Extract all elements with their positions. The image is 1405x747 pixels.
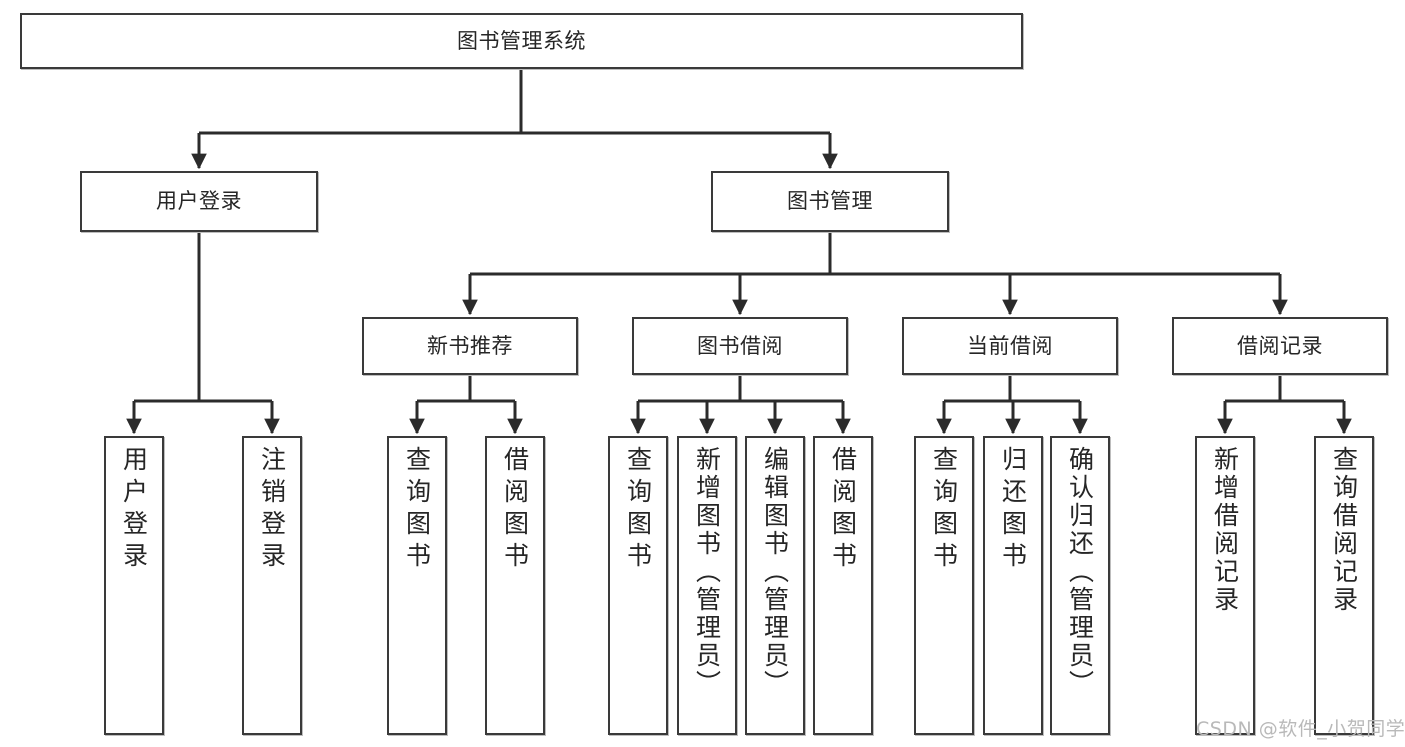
node-leaf-return-book-label: 归还图书 bbox=[998, 446, 1028, 574]
node-leaf-confirm-return[interactable]: 确认归还（管理员） bbox=[1050, 436, 1110, 735]
node-leaf-borrow-book-2-label: 借阅图书 bbox=[828, 446, 858, 574]
node-leaf-add-book[interactable]: 新增图书（管理员） bbox=[677, 436, 737, 735]
node-book-borrow[interactable]: 图书借阅 bbox=[632, 317, 848, 375]
node-leaf-query-book-2-label: 查询图书 bbox=[623, 446, 653, 574]
node-leaf-add-record-label: 新增借阅记录 bbox=[1210, 446, 1240, 614]
node-borrow-record-label: 借阅记录 bbox=[1237, 333, 1323, 358]
node-borrow-record[interactable]: 借阅记录 bbox=[1172, 317, 1388, 375]
node-root[interactable]: 图书管理系统 bbox=[20, 13, 1023, 69]
node-root-label: 图书管理系统 bbox=[457, 28, 586, 53]
node-leaf-return-book[interactable]: 归还图书 bbox=[983, 436, 1043, 735]
node-book-manage-label: 图书管理 bbox=[787, 189, 873, 214]
node-book-borrow-label: 图书借阅 bbox=[697, 333, 783, 358]
node-leaf-logout[interactable]: 注销登录 bbox=[242, 436, 302, 735]
node-leaf-borrow-book-2[interactable]: 借阅图书 bbox=[813, 436, 873, 735]
node-leaf-edit-book[interactable]: 编辑图书（管理员） bbox=[745, 436, 805, 735]
node-current-borrow-label: 当前借阅 bbox=[967, 333, 1053, 358]
node-leaf-query-book-3[interactable]: 查询图书 bbox=[914, 436, 974, 735]
node-book-manage[interactable]: 图书管理 bbox=[711, 171, 949, 232]
node-leaf-query-book-1[interactable]: 查询图书 bbox=[387, 436, 447, 735]
node-leaf-query-book-2[interactable]: 查询图书 bbox=[608, 436, 668, 735]
node-new-book-rec[interactable]: 新书推荐 bbox=[362, 317, 578, 375]
node-new-book-rec-label: 新书推荐 bbox=[427, 333, 513, 358]
node-leaf-user-login[interactable]: 用户登录 bbox=[104, 436, 164, 735]
node-leaf-user-login-label: 用户登录 bbox=[119, 446, 149, 574]
node-leaf-borrow-book-1-label: 借阅图书 bbox=[500, 446, 530, 574]
node-leaf-query-record[interactable]: 查询借阅记录 bbox=[1314, 436, 1374, 735]
node-user-login[interactable]: 用户登录 bbox=[80, 171, 318, 232]
node-leaf-query-record-label: 查询借阅记录 bbox=[1329, 446, 1359, 614]
csdn-watermark: CSDN @软件_小贺同学 bbox=[1196, 718, 1405, 740]
node-leaf-logout-label: 注销登录 bbox=[257, 446, 287, 574]
node-current-borrow[interactable]: 当前借阅 bbox=[902, 317, 1118, 375]
node-leaf-confirm-return-label: 确认归还（管理员） bbox=[1065, 446, 1095, 698]
node-leaf-query-book-3-label: 查询图书 bbox=[929, 446, 959, 574]
node-leaf-add-book-label: 新增图书（管理员） bbox=[692, 446, 722, 698]
node-leaf-query-book-1-label: 查询图书 bbox=[402, 446, 432, 574]
node-leaf-add-record[interactable]: 新增借阅记录 bbox=[1195, 436, 1255, 735]
node-leaf-borrow-book-1[interactable]: 借阅图书 bbox=[485, 436, 545, 735]
node-user-login-label: 用户登录 bbox=[156, 189, 242, 214]
node-leaf-edit-book-label: 编辑图书（管理员） bbox=[760, 446, 790, 698]
